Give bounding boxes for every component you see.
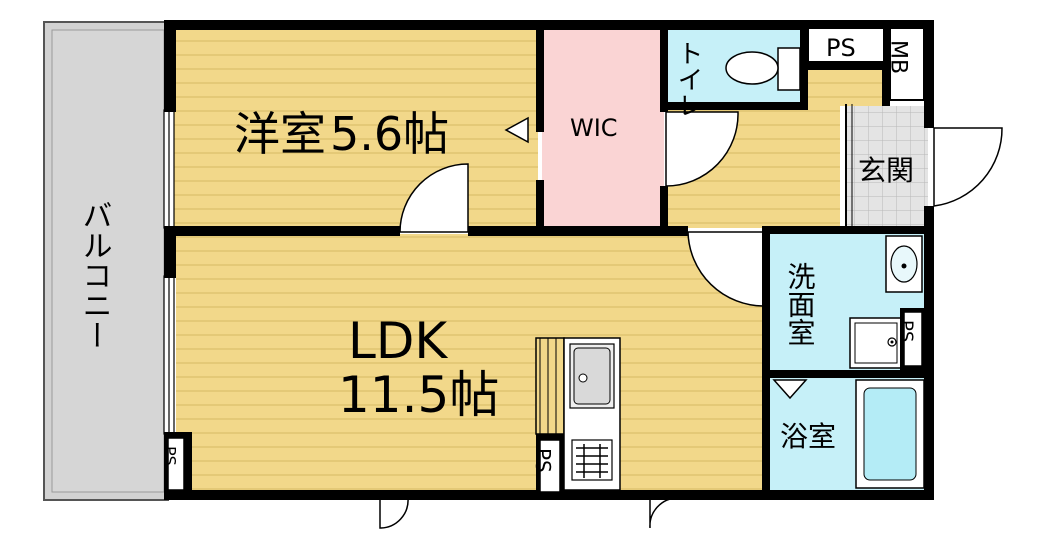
bathroom-label: 浴室 <box>780 420 836 453</box>
wic-label: WIC <box>570 114 618 142</box>
ps-kitchen-label: PS <box>531 448 555 473</box>
toilet-label: トイレ <box>673 40 703 118</box>
entrance-label: 玄関 <box>858 154 914 187</box>
balcony <box>43 21 169 501</box>
door-swings <box>379 111 1003 529</box>
toilet-fixture <box>725 47 801 91</box>
washing-machine-pan <box>849 317 903 369</box>
ps-wash-label: PS <box>896 320 917 342</box>
wic-arrow-icon <box>504 116 529 144</box>
western-room-name: 洋室 <box>234 107 326 161</box>
ps-left-label: PS <box>161 446 180 466</box>
entrance-floor <box>846 106 928 228</box>
hallway-floor-right <box>804 70 886 106</box>
wic-floor <box>542 28 664 228</box>
ldk-size: 11.5帖 <box>338 366 499 424</box>
mb-label: MB <box>886 40 911 74</box>
western-room-floor <box>170 28 538 232</box>
western-room-size: 5.6帖 <box>330 107 449 161</box>
stove <box>571 439 613 481</box>
bathtub <box>855 379 925 489</box>
balcony-label: バルコニー <box>77 200 112 350</box>
ps-top-label: PS <box>826 34 856 62</box>
entrance-step <box>845 104 924 231</box>
washroom-label: 洗面室 <box>784 262 817 346</box>
ldk-floor <box>176 234 766 492</box>
ps-boxes <box>167 27 925 493</box>
ldk-name: LDK <box>348 312 448 370</box>
washbasin <box>885 235 923 293</box>
bath-door-marker-icon <box>772 379 808 400</box>
